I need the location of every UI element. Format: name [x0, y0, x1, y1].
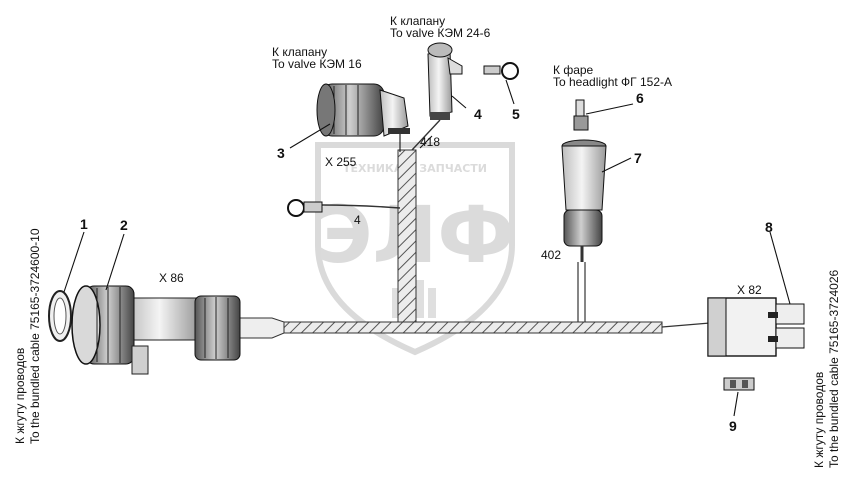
- o-ring: [48, 290, 72, 342]
- label-wire-418: 418: [420, 135, 440, 149]
- designations: X 86 X 255 X 82 418 4 402: [159, 135, 762, 297]
- insulating-sleeve-7: [561, 139, 607, 262]
- callout-1: 1: [80, 216, 88, 232]
- callout-8: 8: [765, 219, 773, 235]
- label-x86: X 86: [159, 271, 184, 285]
- small-terminal-9: [723, 377, 755, 391]
- valve-connector-kem24: [411, 42, 463, 151]
- callout-6: 6: [636, 90, 644, 106]
- caption-valve16-ru: К клапану: [272, 45, 327, 59]
- callout-7: 7: [634, 150, 642, 166]
- label-x82: X 82: [737, 283, 762, 297]
- blade-terminal-6: [573, 99, 589, 131]
- callout-5: 5: [512, 106, 520, 122]
- leader-lines: [63, 79, 791, 417]
- caption-headlight-en: To headlight ФГ 152-А: [553, 75, 672, 89]
- main-harness: [239, 149, 711, 339]
- connector-x86: [71, 285, 241, 375]
- caption-valve24-ru: К клапану: [390, 14, 445, 28]
- caption-valve24-en: To valve КЭМ 24-6: [390, 26, 491, 40]
- caption-valve16-en: To valve КЭМ 16: [272, 57, 362, 71]
- caption-left-ru: К жгуту проводов: [13, 348, 27, 444]
- ring-terminal-wire4: [287, 199, 323, 217]
- callout-numbers: 1 2 3 4 5 6 7 8 9: [80, 90, 773, 434]
- caption-right-en: To the bundled cable 75165-3724026: [827, 270, 841, 468]
- callout-4: 4: [474, 106, 482, 122]
- callout-3: 3: [277, 145, 285, 161]
- caption-right-ru: К жгуту проводов: [812, 372, 826, 468]
- captions: К клапану To valve КЭМ 16 К клапану To v…: [13, 14, 841, 468]
- ring-terminal-5: [483, 62, 519, 80]
- label-wire-402: 402: [541, 248, 561, 262]
- label-x255: X 255: [325, 155, 357, 169]
- valve-connector-kem16: [316, 83, 410, 137]
- caption-headlight-ru: К фаре: [553, 63, 594, 77]
- callout-2: 2: [120, 217, 128, 233]
- callout-9: 9: [729, 418, 737, 434]
- label-wire-4: 4: [354, 213, 361, 227]
- connector-x82: [707, 297, 805, 357]
- caption-left-en: To the bundled cable 75165-3724600-10: [28, 228, 42, 444]
